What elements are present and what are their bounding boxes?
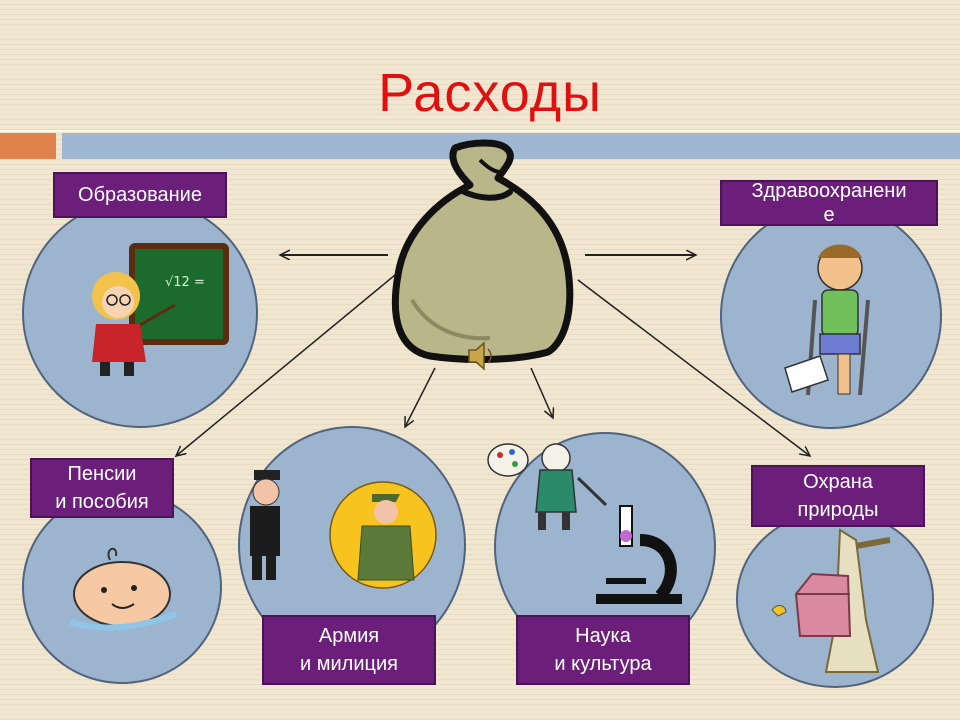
label-science-text: Наука и культура bbox=[554, 625, 652, 675]
teacher-icon: √12 = bbox=[92, 243, 229, 376]
injured-boy-icon bbox=[784, 244, 870, 396]
speaker-icon bbox=[468, 341, 492, 371]
microscope-icon bbox=[596, 505, 682, 604]
birdhouse-tree-icon bbox=[771, 528, 891, 673]
soldier-woman-icon bbox=[329, 481, 437, 589]
scientist-icon bbox=[487, 443, 608, 530]
arrow-to-pensions bbox=[176, 274, 396, 456]
label-pensions-text: Пенсии и пособия bbox=[55, 463, 149, 513]
baby-icon bbox=[69, 547, 178, 631]
label-education: Образование bbox=[53, 172, 227, 218]
label-army-text: Армия и милиция bbox=[300, 625, 398, 675]
soldier-icon bbox=[250, 470, 280, 580]
label-health: Здравоохранени е bbox=[720, 180, 938, 226]
arrow-to-army bbox=[405, 367, 436, 427]
label-education-text: Образование bbox=[78, 184, 202, 206]
arrow-to-science bbox=[530, 367, 553, 418]
svg-text:√12 =: √12 = bbox=[165, 275, 205, 290]
money-bag-icon bbox=[391, 139, 574, 363]
label-nature-text: Охрана природы bbox=[797, 471, 879, 521]
header-bar-accent bbox=[0, 133, 56, 159]
arrow-to-nature bbox=[577, 279, 810, 456]
label-pensions: Пенсии и пособия bbox=[30, 458, 174, 518]
page-title: Расходы bbox=[378, 63, 602, 123]
label-army: Армия и милиция bbox=[262, 615, 436, 685]
header-divider-line bbox=[0, 130, 960, 132]
label-health-text: Здравоохранени е bbox=[751, 180, 907, 226]
label-science: Наука и культура bbox=[516, 615, 690, 685]
label-nature: Охрана природы bbox=[751, 465, 925, 527]
